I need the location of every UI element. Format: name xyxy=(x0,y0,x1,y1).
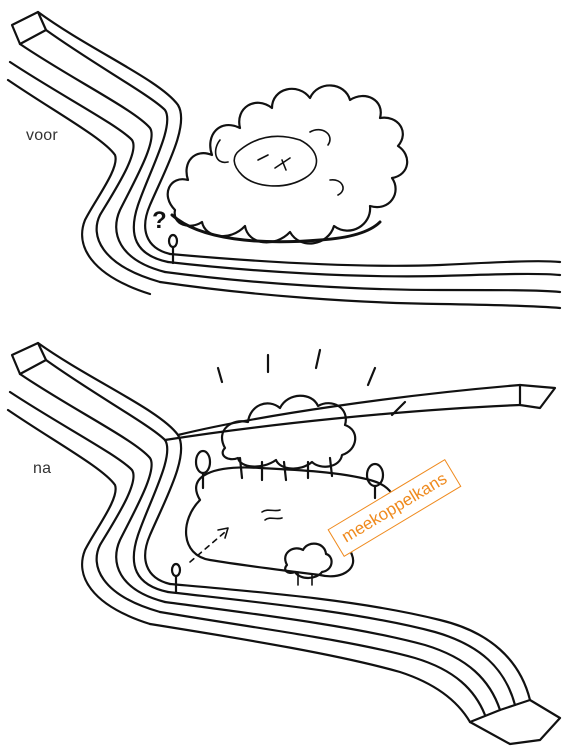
label-after: na xyxy=(33,460,51,478)
label-before: voor xyxy=(26,127,58,145)
tree-group-large xyxy=(222,396,355,480)
dike-after xyxy=(8,343,181,624)
question-mark: ? xyxy=(152,207,167,234)
river-band-before xyxy=(160,254,560,308)
person-after xyxy=(172,564,180,592)
person-before xyxy=(169,235,177,263)
bush-small xyxy=(285,544,331,585)
dike-before xyxy=(8,12,181,294)
river-band-after xyxy=(150,584,560,744)
overgrown-bush xyxy=(168,85,407,243)
